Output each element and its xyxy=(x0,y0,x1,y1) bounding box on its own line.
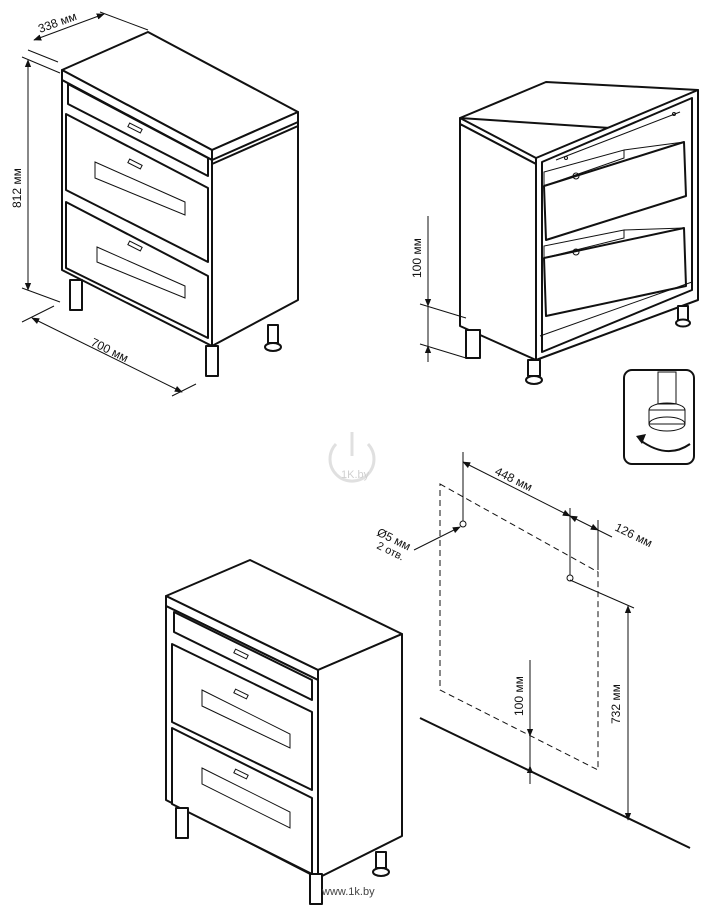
rear-view-cabinet xyxy=(459,81,699,385)
dimension-height: 812 мм xyxy=(10,56,61,303)
height-label: 812 мм xyxy=(10,168,24,208)
hole-spacing-label: 448 мм xyxy=(493,464,535,494)
watermark-logo: 1K.by xyxy=(328,432,376,483)
watermark-footer: www.1k.by xyxy=(321,886,375,898)
width-label: 700 мм xyxy=(89,335,131,365)
front-view-cabinet-bottom xyxy=(165,559,403,905)
hole-offset-label: 126 мм xyxy=(613,520,655,550)
watermark-logo-text: 1K.by xyxy=(341,469,370,481)
mount-leg-label: 100 мм xyxy=(512,676,526,716)
dimension-leg-height: 100 мм xyxy=(410,216,467,362)
wall-mount-scheme: 448 мм 126 мм Ø5 мм 2 отв. 100 мм 732 мм xyxy=(375,452,691,849)
leg-height-label: 100 мм xyxy=(410,238,424,278)
mount-height-label: 732 мм xyxy=(609,684,623,724)
front-view-cabinet xyxy=(61,31,299,377)
adjustable-foot-inset xyxy=(623,369,695,465)
